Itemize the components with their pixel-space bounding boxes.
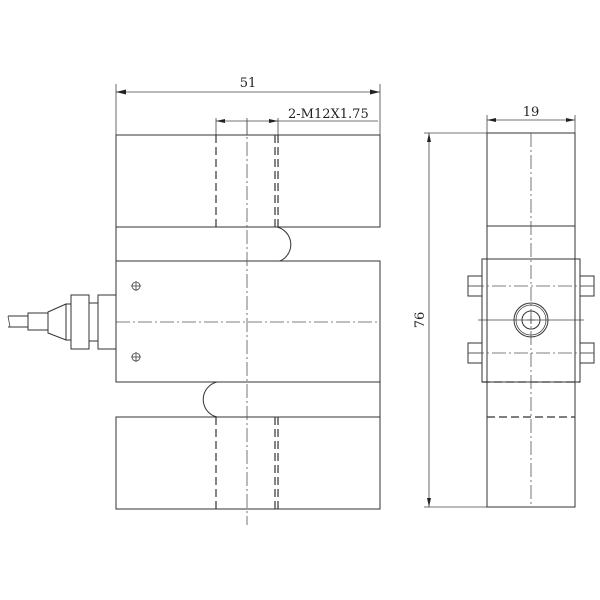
side-view: 19 76 xyxy=(413,105,595,508)
bottom-block xyxy=(115,416,381,510)
front-view: 51 2-M12X1.75 xyxy=(7,76,381,525)
width-dimension-51: 51 xyxy=(115,76,381,135)
screw-symbol-top xyxy=(131,281,141,291)
side-height-label: 76 xyxy=(413,312,428,329)
upper-slot-arc xyxy=(276,226,292,262)
top-block xyxy=(115,134,381,228)
thread-callout-label: 2-M12X1.75 xyxy=(288,107,369,122)
cable-connector xyxy=(7,294,117,350)
thread-dimension: 2-M12X1.75 xyxy=(215,107,378,135)
lower-slot-arc xyxy=(202,381,218,418)
middle-block xyxy=(115,260,381,383)
width-dimension-label: 51 xyxy=(240,76,257,91)
height-dimension-76: 76 xyxy=(413,132,487,508)
side-width-label: 19 xyxy=(523,105,540,120)
width-dimension-19: 19 xyxy=(486,105,576,133)
screw-symbol-bottom xyxy=(131,352,141,362)
